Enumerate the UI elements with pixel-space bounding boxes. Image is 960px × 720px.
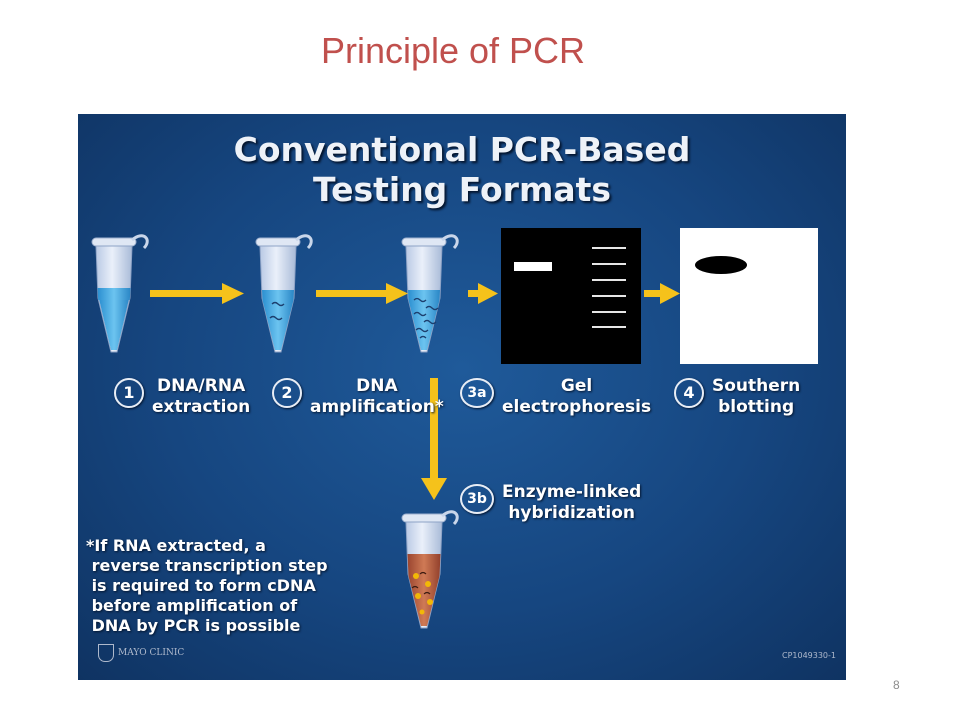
diagram-title-line2: Testing Formats bbox=[312, 170, 612, 209]
gel-image bbox=[501, 228, 641, 364]
step-3a: 3a Gel electrophoresis bbox=[460, 376, 651, 418]
arrow-1-to-2 bbox=[150, 283, 244, 304]
step-2-line2: amplification* bbox=[310, 397, 444, 417]
tube-extraction bbox=[90, 234, 149, 354]
step-3a-line1: Gel bbox=[560, 376, 593, 396]
logo-text: MAYO CLINIC bbox=[118, 648, 185, 658]
step-3b: 3b Enzyme-linked hybridization bbox=[460, 482, 641, 524]
arrow-gel-to-blot bbox=[644, 283, 680, 304]
slide-title: Principle of PCR bbox=[320, 30, 586, 71]
tube-hybridization bbox=[400, 510, 459, 630]
step-2: 2 DNA amplification* bbox=[272, 376, 444, 418]
tube-amplification bbox=[254, 234, 313, 354]
step-1-number: 1 bbox=[114, 378, 144, 408]
step-1-label: DNA/RNA extraction bbox=[152, 376, 250, 418]
step-4: 4 Southern blotting bbox=[674, 376, 800, 418]
step-4-line2: blotting bbox=[718, 397, 795, 417]
step-3b-label: Enzyme-linked hybridization bbox=[502, 482, 641, 524]
footnote-line-1: *If RNA extracted, a bbox=[86, 536, 266, 555]
step-3a-number: 3a bbox=[460, 378, 494, 408]
step-4-line1: Southern bbox=[712, 376, 801, 396]
step-3b-number: 3b bbox=[460, 484, 494, 514]
footnote-line-2: reverse transcription step bbox=[86, 556, 328, 575]
page-number: 8 bbox=[893, 678, 900, 692]
step-1: 1 DNA/RNA extraction bbox=[114, 376, 250, 418]
arrow-2-to-3 bbox=[316, 283, 408, 304]
step-2-label: DNA amplification* bbox=[310, 376, 444, 418]
step-3a-label: Gel electrophoresis bbox=[502, 376, 651, 418]
step-4-label: Southern blotting bbox=[712, 376, 800, 418]
arrow-down-to-hybridization bbox=[421, 378, 447, 500]
step-2-number: 2 bbox=[272, 378, 302, 408]
step-1-line1: DNA/RNA bbox=[157, 376, 246, 396]
diagram-graphics bbox=[90, 228, 818, 630]
diagram-title-line1: Conventional PCR-Based bbox=[233, 130, 691, 169]
diagram-title: Conventional PCR-Based Testing Formats bbox=[78, 130, 846, 210]
southern-blot-image bbox=[680, 228, 818, 364]
rna-footnote: *If RNA extracted, a reverse transcripti… bbox=[86, 536, 328, 636]
step-3b-line1: Enzyme-linked bbox=[502, 482, 642, 502]
tube-amplified-product bbox=[400, 234, 459, 354]
footnote-line-5: DNA by PCR is possible bbox=[86, 616, 301, 635]
step-4-number: 4 bbox=[674, 378, 704, 408]
step-1-line2: extraction bbox=[152, 397, 251, 417]
arrow-3-to-gel bbox=[468, 283, 498, 304]
figure-code: CP1049330-1 bbox=[781, 651, 836, 660]
footnote-line-4: before amplification of bbox=[86, 596, 298, 615]
mayo-clinic-logo: MAYO CLINIC bbox=[98, 644, 184, 662]
step-3a-line2: electrophoresis bbox=[502, 397, 652, 417]
footnote-line-3: is required to form cDNA bbox=[86, 576, 316, 595]
shield-icon bbox=[98, 644, 114, 662]
pcr-diagram-panel: Conventional PCR-Based Testing Formats bbox=[78, 114, 846, 680]
step-2-line1: DNA bbox=[356, 376, 398, 396]
step-3b-line2: hybridization bbox=[508, 503, 635, 523]
